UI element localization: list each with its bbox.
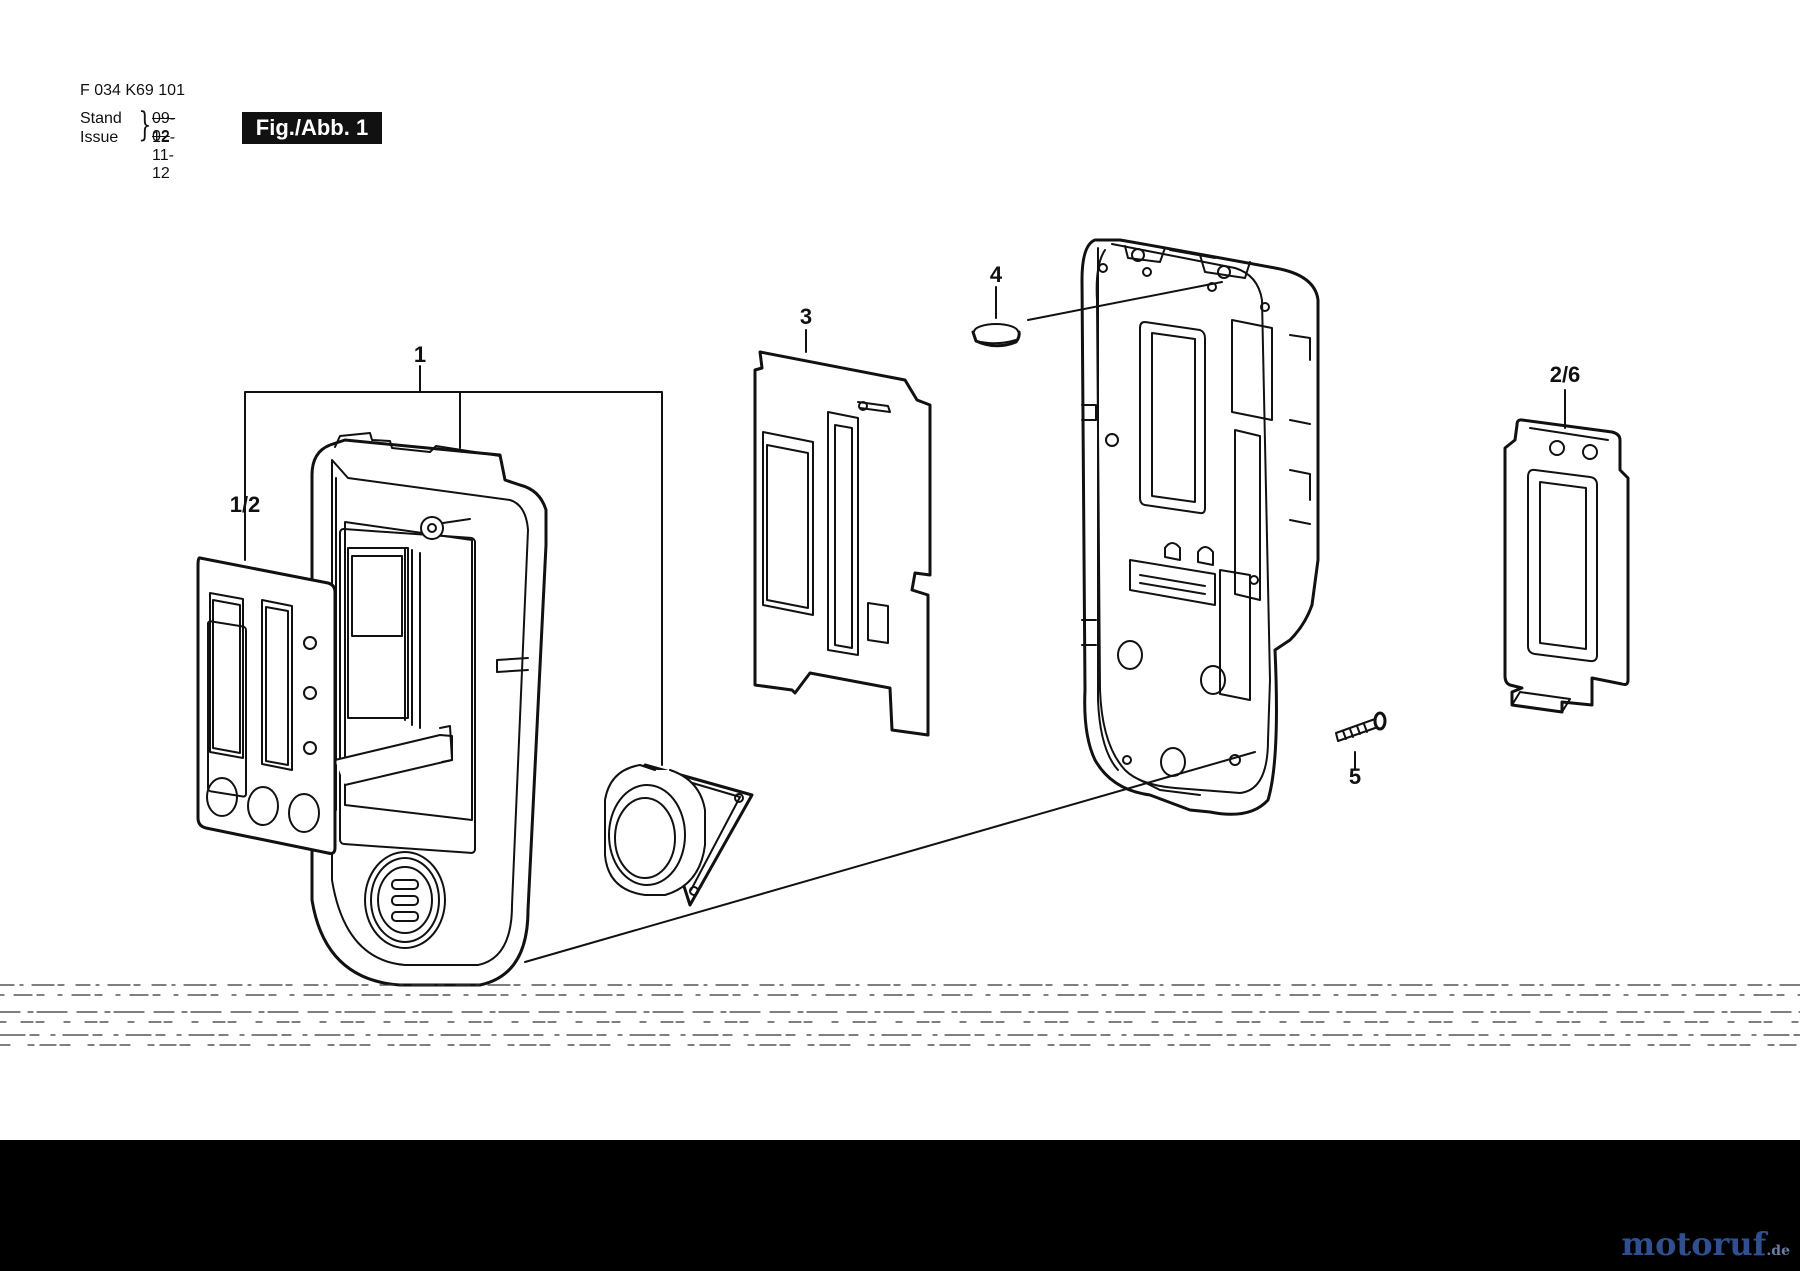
- watermark-logo: motoruf.de: [1621, 1225, 1790, 1263]
- issue-date: 12-11-12: [152, 129, 176, 182]
- callout-2-6: 2/6: [1550, 362, 1581, 387]
- issue-label: Issue: [80, 129, 119, 146]
- scan-noise-lines: [0, 984, 1800, 1046]
- callout-1: 1: [414, 342, 426, 367]
- callout-3: 3: [800, 304, 812, 329]
- rubber-cap: [971, 323, 1021, 348]
- receiver-front-housing: [310, 432, 548, 987]
- keypad-membrane: [196, 556, 337, 855]
- stand-date: 09-02: [152, 110, 176, 145]
- brace-symbol: }: [138, 105, 152, 145]
- document-number: F 034 K69 101: [80, 82, 185, 99]
- callout-4: 4: [990, 262, 1003, 287]
- screw: [1335, 711, 1387, 742]
- leader-lines: [244, 281, 1566, 963]
- rear-housing: [1080, 238, 1320, 816]
- callout-1-2: 1/2: [230, 492, 261, 517]
- footer-band: [0, 1140, 1800, 1271]
- callout-5: 5: [1349, 764, 1361, 789]
- watermark-suffix: .de: [1766, 1243, 1790, 1259]
- speaker-grille: [364, 851, 446, 949]
- sensor-lens: [604, 763, 754, 907]
- watermark-text: motoruf: [1621, 1225, 1767, 1263]
- figure-label: Fig./Abb. 1: [242, 112, 382, 144]
- stand-label: Stand: [80, 110, 122, 127]
- battery-cover: [1503, 418, 1630, 714]
- circuit-board: [753, 350, 932, 737]
